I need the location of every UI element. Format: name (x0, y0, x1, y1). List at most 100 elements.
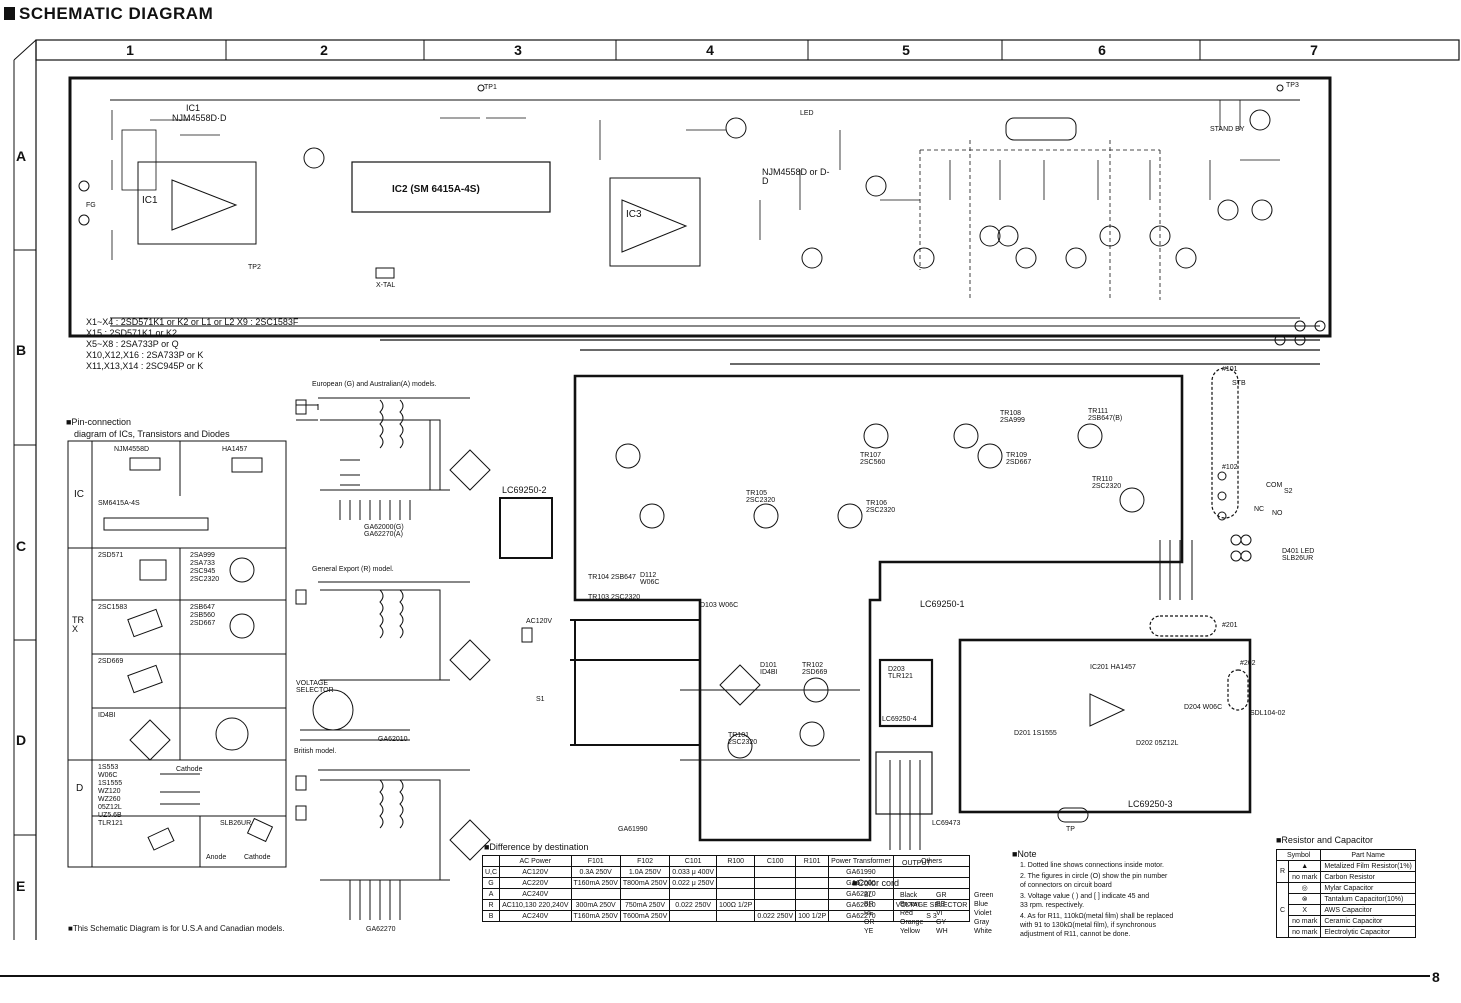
cord-code-bl: BL (864, 892, 873, 899)
j201-label: #201 (1222, 622, 1238, 629)
d203-label: D203 TLR121 (888, 666, 913, 681)
pin-section-ic: IC (74, 489, 84, 500)
note-line-8: adjustment of R11, cannot be done. (1020, 931, 1131, 938)
diff-cell: 0.022 250V (754, 910, 797, 922)
led-label: LED (800, 110, 814, 117)
control-board-outline (68, 76, 1332, 338)
rc-part: Ceramic Capacitor (1320, 915, 1416, 927)
notes-title: ■Note (1012, 849, 1037, 859)
rc-part: AWS Capacitor (1320, 904, 1416, 916)
cord-name-green: Green (974, 892, 994, 899)
no-label: NO (1272, 510, 1283, 517)
cord-code-vi: VI (936, 910, 943, 917)
tr101-label: TR101 2SC2320 (728, 732, 758, 747)
cord-name-black: Black (900, 892, 918, 899)
tp-label: TP (1066, 826, 1075, 833)
rc-part: Mylar Capacitor (1320, 882, 1416, 894)
rc-symbol: no mark (1288, 915, 1322, 927)
d401-label: D401 LED SLB26UR (1282, 548, 1315, 563)
tr111-label: TR111 2SB647(B) (1088, 408, 1123, 423)
note-line-2: 2. The figures in circle (O) show the pi… (1020, 873, 1168, 880)
d204-label: D204 W06C (1184, 704, 1223, 711)
sdl104-label: SDL104-02 (1250, 710, 1286, 717)
diff-header-1: AC Power (499, 855, 572, 867)
cord-code-gr: GR (936, 892, 947, 899)
diff-header-6: C100 (754, 855, 797, 867)
diff-cell (754, 888, 797, 900)
column-7-label: 7 (1310, 42, 1318, 58)
diff-cell (795, 888, 830, 900)
diff-cell (570, 888, 621, 900)
part-wz120: WZ120 (98, 788, 121, 795)
tp2-label: TP2 (248, 264, 261, 271)
pin-connection-title: ■Pin-connection (66, 417, 131, 427)
model-eu-label: European (G) and Australian(A) models. (312, 381, 437, 388)
j202-label: #202 (1240, 660, 1256, 667)
diff-cell: T160mA 250V (570, 910, 621, 922)
diff-cell: 100Ω 1/2P (716, 899, 756, 911)
ic2-label: IC2 (SM 6415A-4S) (392, 184, 480, 195)
tp1-label: TP1 (484, 84, 497, 91)
ic3-box-label: IC3 (626, 209, 642, 220)
diff-header-8: Power Transformer (828, 855, 894, 867)
d103-label: D103 W06C (700, 602, 739, 609)
diff-cell: S 3 (892, 910, 971, 922)
color-cord-title: ■Color cord (852, 878, 899, 888)
voltage-selector-label: VOLTAGE SELECTOR (296, 680, 334, 695)
part-05z12l: 05Z12L (98, 804, 122, 811)
part-slb26ur: SLB26UR (220, 820, 252, 827)
note-line-6: 4. As for R11, 110kΩ(metal film) shall b… (1020, 913, 1174, 920)
rc-symbol: no mark (1288, 871, 1322, 883)
ic201-label: IC201 HA1457 (1090, 664, 1136, 671)
motor-board-outline (958, 638, 1252, 814)
diff-cell (892, 877, 971, 889)
diff-header-2: F101 (570, 855, 621, 867)
diff-cell (716, 910, 756, 922)
fg-label: FG (86, 202, 96, 209)
rc-group-c: C (1275, 882, 1290, 938)
note-anode: Anode (206, 854, 227, 861)
tr105-label: TR105 2SC2320 (746, 490, 776, 505)
diff-header-5: R100 (716, 855, 756, 867)
j101-label: #101 (1222, 366, 1238, 373)
lc69250-2-label: LC69250-2 (502, 485, 547, 495)
lc69250-4-label: LC69250-4 (882, 716, 917, 723)
pin-section-tr: TR X (72, 615, 84, 635)
diff-cell (669, 910, 718, 922)
rc-part: Carbon Resistor (1320, 871, 1416, 883)
j102-label: #102 (1222, 464, 1238, 471)
diff-cell: 0.022 250V (669, 899, 718, 911)
diff-cell (669, 888, 718, 900)
part-njm4558d: NJM4558D (114, 446, 150, 453)
rc-table: Symbol Part Name R ▲ Metalized Film Resi… (1275, 849, 1416, 938)
s1-label: S1 (536, 696, 545, 703)
diff-cell (716, 866, 756, 878)
diff-cell: GA62270 (828, 888, 894, 900)
cord-code-or: OR (864, 919, 875, 926)
part-2sa999: 2SA999 (190, 552, 215, 559)
part-1s553: 1S553 (98, 764, 119, 771)
column-6-label: 6 (1098, 42, 1106, 58)
column-1-label: 1 (126, 42, 134, 58)
tr104-label: TR104 2SB647 (588, 574, 636, 581)
lc69473-label: LC69473 (932, 820, 961, 827)
page-title: SCHEMATIC DIAGRAM (4, 4, 213, 24)
diff-cell (716, 888, 756, 900)
diff-cell: T600mA 250V (619, 910, 671, 922)
com-label: COM (1266, 482, 1283, 489)
transistor-list-5: X11,X13,X14 : 2SC945P or K (86, 361, 204, 371)
xtal-label: X-TAL (376, 282, 396, 289)
diff-cell (619, 888, 671, 900)
d101-label: D101 ID4BI (760, 662, 778, 677)
difference-table: AC Power F101 F102 C101 R100 C100 R101 P… (481, 855, 971, 922)
diff-cell (754, 866, 797, 878)
rc-symbol: ⊗ (1288, 893, 1322, 905)
rc-table-title: ■Resistor and Capacitor (1276, 835, 1373, 845)
diff-cell (754, 899, 797, 911)
cord-code-br: BR (864, 901, 874, 908)
diff-header-9: Others (892, 855, 971, 867)
rc-part: Tantalum Capacitor(10%) (1320, 893, 1416, 905)
cord-code-gy: GY (936, 919, 947, 926)
diff-cell: AC110,130 220,240V (499, 899, 572, 911)
rc-header-symbol: Symbol (1275, 849, 1322, 861)
